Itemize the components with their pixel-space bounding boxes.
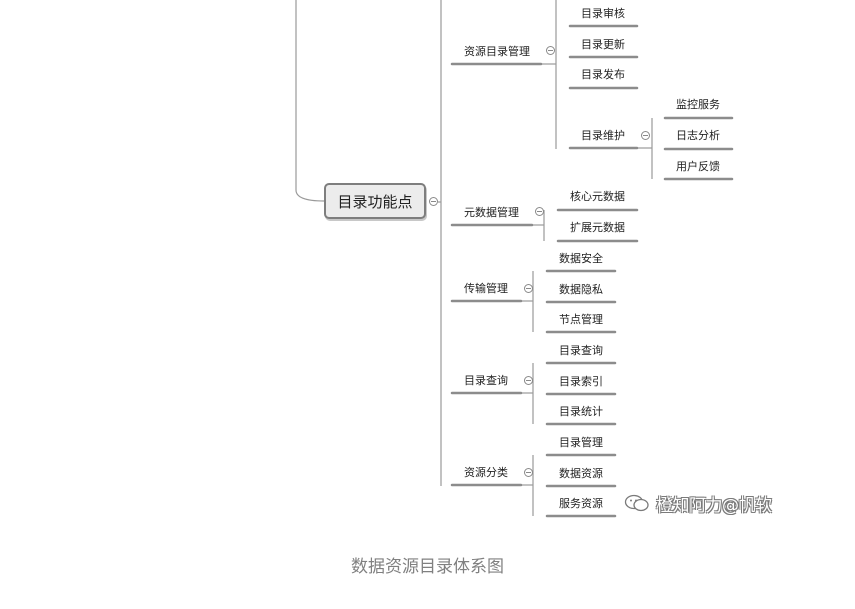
connector-root-upper xyxy=(295,0,325,202)
leaf-label[interactable]: 监控服务 xyxy=(676,98,720,111)
leaf-label[interactable]: 服务资源 xyxy=(559,497,603,510)
collapse-toggle-icon[interactable] xyxy=(524,468,533,477)
collapse-toggle-icon[interactable] xyxy=(546,46,555,55)
collapse-toggle-icon[interactable] xyxy=(524,284,533,293)
figure-caption: 数据资源目录体系图 xyxy=(351,557,504,577)
leaf-label[interactable]: 目录发布 xyxy=(581,68,625,81)
branch-label[interactable]: 传输管理 xyxy=(464,282,508,295)
leaf-label[interactable]: 目录维护 xyxy=(581,129,625,142)
leaf-label[interactable]: 节点管理 xyxy=(559,313,603,326)
leaf-label[interactable]: 数据隐私 xyxy=(559,283,603,296)
leaf-label[interactable]: 用户反馈 xyxy=(676,160,720,173)
leaf-label[interactable]: 目录查询 xyxy=(559,344,603,357)
collapse-toggle-icon[interactable] xyxy=(535,207,544,216)
branch-label[interactable]: 资源分类 xyxy=(464,466,508,479)
leaf-label[interactable]: 目录统计 xyxy=(559,405,603,418)
watermark-text: 橙知阿力@帆软 xyxy=(656,495,772,516)
collapse-toggle-icon[interactable] xyxy=(641,131,650,140)
leaf-label[interactable]: 核心元数据 xyxy=(570,190,625,203)
collapse-toggle-icon[interactable] xyxy=(524,376,533,385)
leaf-label[interactable]: 目录审核 xyxy=(581,7,625,20)
leaf-label[interactable]: 数据资源 xyxy=(559,467,603,480)
branch-label[interactable]: 目录查询 xyxy=(464,374,508,387)
watermark: 橙知阿力@帆软 xyxy=(624,492,772,516)
collapse-toggle-icon[interactable] xyxy=(429,197,438,206)
root-node[interactable]: 目录功能点 xyxy=(324,183,426,219)
leaf-label[interactable]: 目录更新 xyxy=(581,38,625,51)
leaf-label[interactable]: 数据安全 xyxy=(559,252,603,265)
wechat-icon xyxy=(624,494,649,512)
leaf-label[interactable]: 日志分析 xyxy=(676,129,720,142)
branch-label[interactable]: 资源目录管理 xyxy=(464,45,530,58)
leaf-label[interactable]: 目录管理 xyxy=(559,436,603,449)
leaf-label[interactable]: 目录索引 xyxy=(559,375,603,388)
root-node-label: 目录功能点 xyxy=(337,192,413,211)
branch-label[interactable]: 元数据管理 xyxy=(464,206,519,219)
leaf-label[interactable]: 扩展元数据 xyxy=(570,221,625,234)
